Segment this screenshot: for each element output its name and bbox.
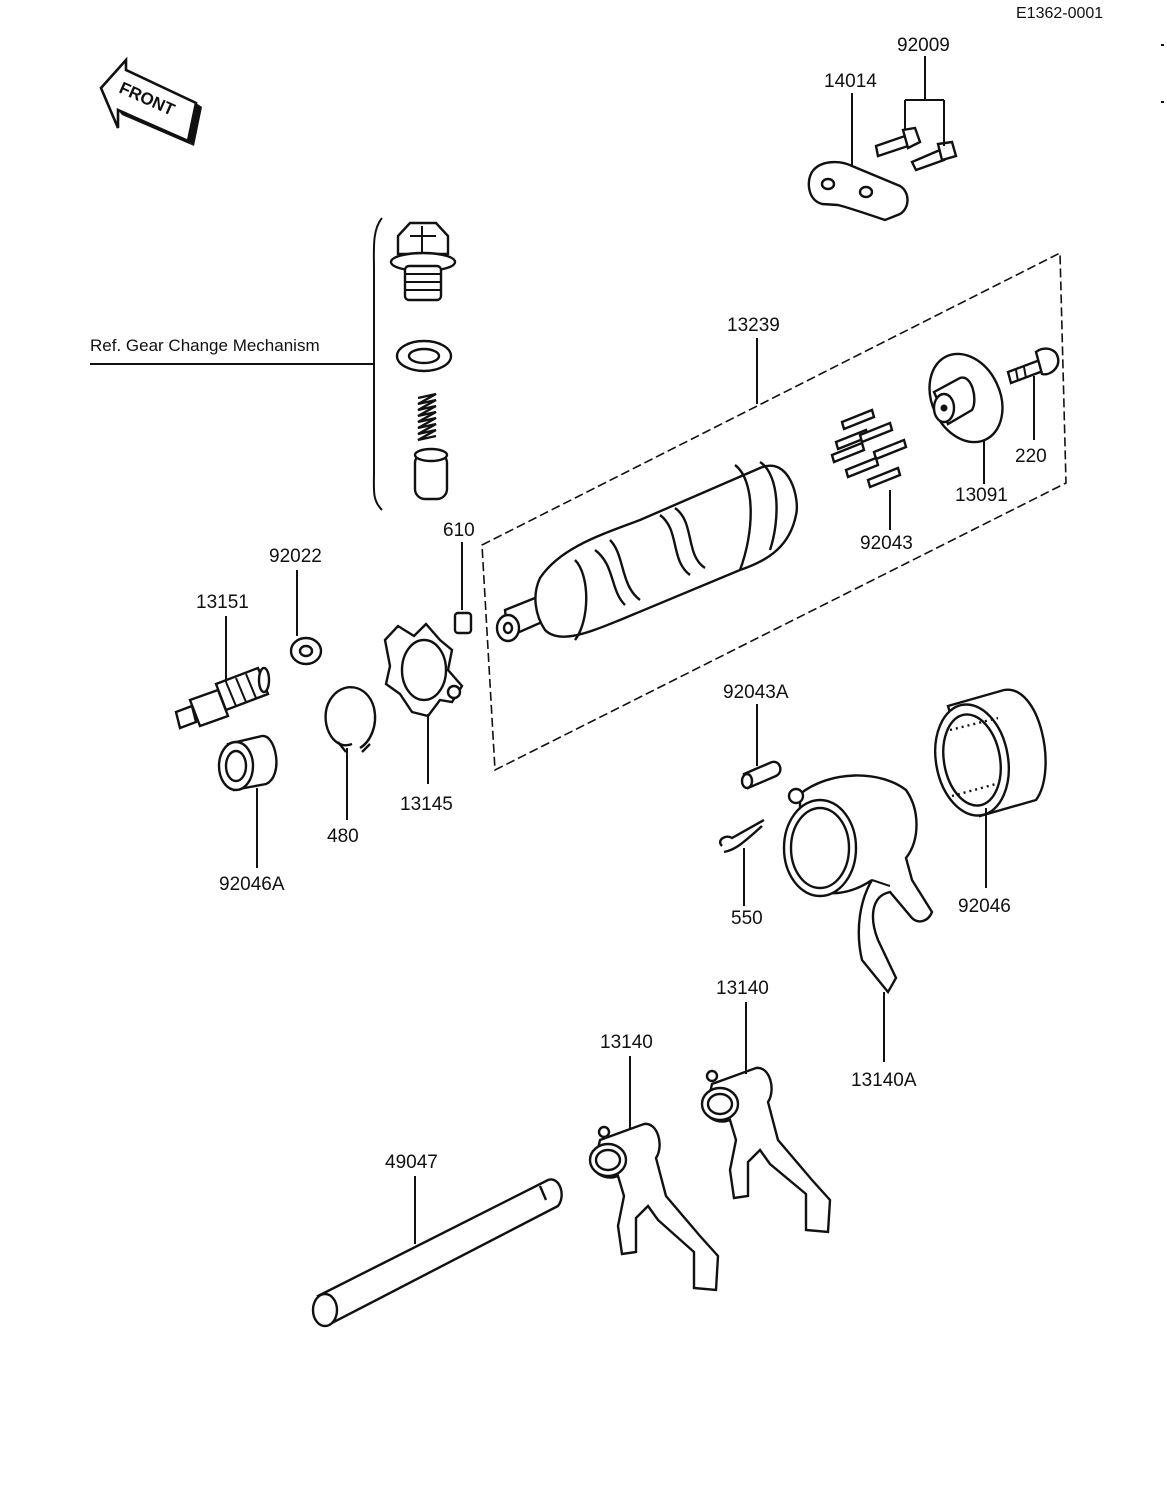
part-label-92046: 92046: [958, 896, 1011, 917]
part-label-13151: 13151: [196, 592, 249, 613]
part-label-220: 220: [1015, 446, 1047, 467]
shift-fork-13140a-icon: [588, 1122, 720, 1292]
spring-icon: [417, 392, 437, 442]
shift-fork-13140b-icon: [700, 1066, 832, 1234]
part-label-13145: 13145: [400, 794, 453, 815]
bolt-plug-icon: [389, 221, 457, 302]
reference-bracket: [372, 217, 383, 511]
part-label-92043A: 92043A: [723, 682, 789, 703]
pin-92043A-icon: [740, 760, 782, 790]
part-label-13091: 13091: [955, 485, 1008, 506]
bearing-92046-icon: [934, 688, 1047, 818]
cotter-pin-550-icon: [718, 818, 765, 854]
washer-icon: [395, 339, 453, 373]
part-label-92022: 92022: [269, 546, 322, 567]
shift-drum-13239-icon: [495, 460, 798, 643]
front-arrow-icon: FRONT: [99, 56, 202, 146]
part-label-13239: 13239: [727, 315, 780, 336]
shaft-49047-icon: [311, 1178, 563, 1328]
bolt-220-icon: [1006, 347, 1060, 385]
part-label-480: 480: [327, 826, 359, 847]
circlip-480-icon: [324, 686, 377, 753]
part-label-610: 610: [443, 520, 475, 541]
part-label-49047: 49047: [385, 1152, 438, 1173]
part-label-14014: 14014: [824, 71, 877, 92]
washer-92022-icon: [289, 636, 323, 666]
pins-92043-icon: [830, 408, 908, 489]
pin-icon: [413, 447, 449, 501]
assembly-outline: [481, 251, 1067, 772]
part-label-13140A: 13140A: [851, 1070, 917, 1091]
part-label-92046A: 92046A: [219, 874, 285, 895]
part-label-13140a: 13140: [600, 1032, 653, 1053]
pin-610-icon: [453, 611, 473, 635]
bearing-92046A-icon: [217, 734, 278, 792]
cam-13091-icon: [928, 352, 1004, 444]
part-label-92009: 92009: [897, 35, 950, 56]
part-label-13140b: 13140: [716, 978, 769, 999]
screw-92009-icon: [874, 126, 958, 172]
diagram-code: E1362-0001: [1016, 5, 1103, 22]
part-label-550: 550: [731, 908, 763, 929]
shift-fork-13140A-icon: [782, 774, 934, 995]
plate-14014-icon: [807, 160, 909, 222]
reference-note: Ref. Gear Change Mechanism: [90, 336, 320, 355]
part-label-92043: 92043: [860, 533, 913, 554]
switch-13151-icon: [174, 666, 271, 730]
star-plate-13145-icon: [383, 622, 464, 718]
